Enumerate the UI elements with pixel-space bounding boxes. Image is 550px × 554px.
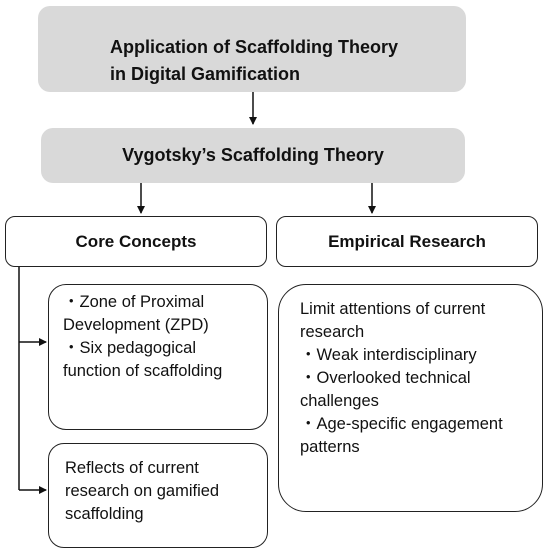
empirical-research-label: Empirical Research [328, 231, 486, 251]
empirical-line-2: research [300, 323, 365, 341]
top-title-line-2: in Digital Gamification [110, 64, 301, 84]
theory-box: Vygotsky’s Scaffolding Theory [41, 128, 465, 183]
zpd-concepts-box: ・Zone of Proximal Development (ZPD) ・Six… [48, 284, 268, 430]
top-title-line-1: Application of Scaffolding Theory [110, 37, 398, 57]
empirical-line-7: patterns [300, 438, 360, 456]
empirical-line-1: Limit attentions of current [300, 300, 486, 318]
empirical-research-box: Empirical Research [276, 216, 538, 267]
zpd-line-2: Development (ZPD) [63, 316, 209, 334]
zpd-line-4: function of scaffolding [63, 362, 223, 380]
zpd-line-1: ・Zone of Proximal [63, 293, 205, 311]
empirical-line-3: ・Weak interdisciplinary [300, 346, 477, 364]
reflects-line-1: Reflects of current [65, 459, 199, 477]
reflects-box: Reflects of current research on gamified… [48, 443, 268, 548]
empirical-detail-box: Limit attentions of current research ・We… [278, 284, 543, 512]
zpd-line-3: ・Six pedagogical [63, 339, 196, 357]
empirical-line-5: challenges [300, 392, 379, 410]
empirical-line-4: ・Overlooked technical [300, 369, 471, 387]
core-concepts-label: Core Concepts [75, 231, 197, 251]
core-concepts-box: Core Concepts [5, 216, 267, 267]
theory-label: Vygotsky’s Scaffolding Theory [122, 145, 384, 165]
reflects-line-2: research on gamified [65, 482, 220, 500]
empirical-line-6: ・Age-specific engagement [300, 415, 503, 433]
top-title-box: Application of Scaffolding Theory in Dig… [38, 6, 466, 92]
reflects-line-3: scaffolding [65, 505, 144, 523]
